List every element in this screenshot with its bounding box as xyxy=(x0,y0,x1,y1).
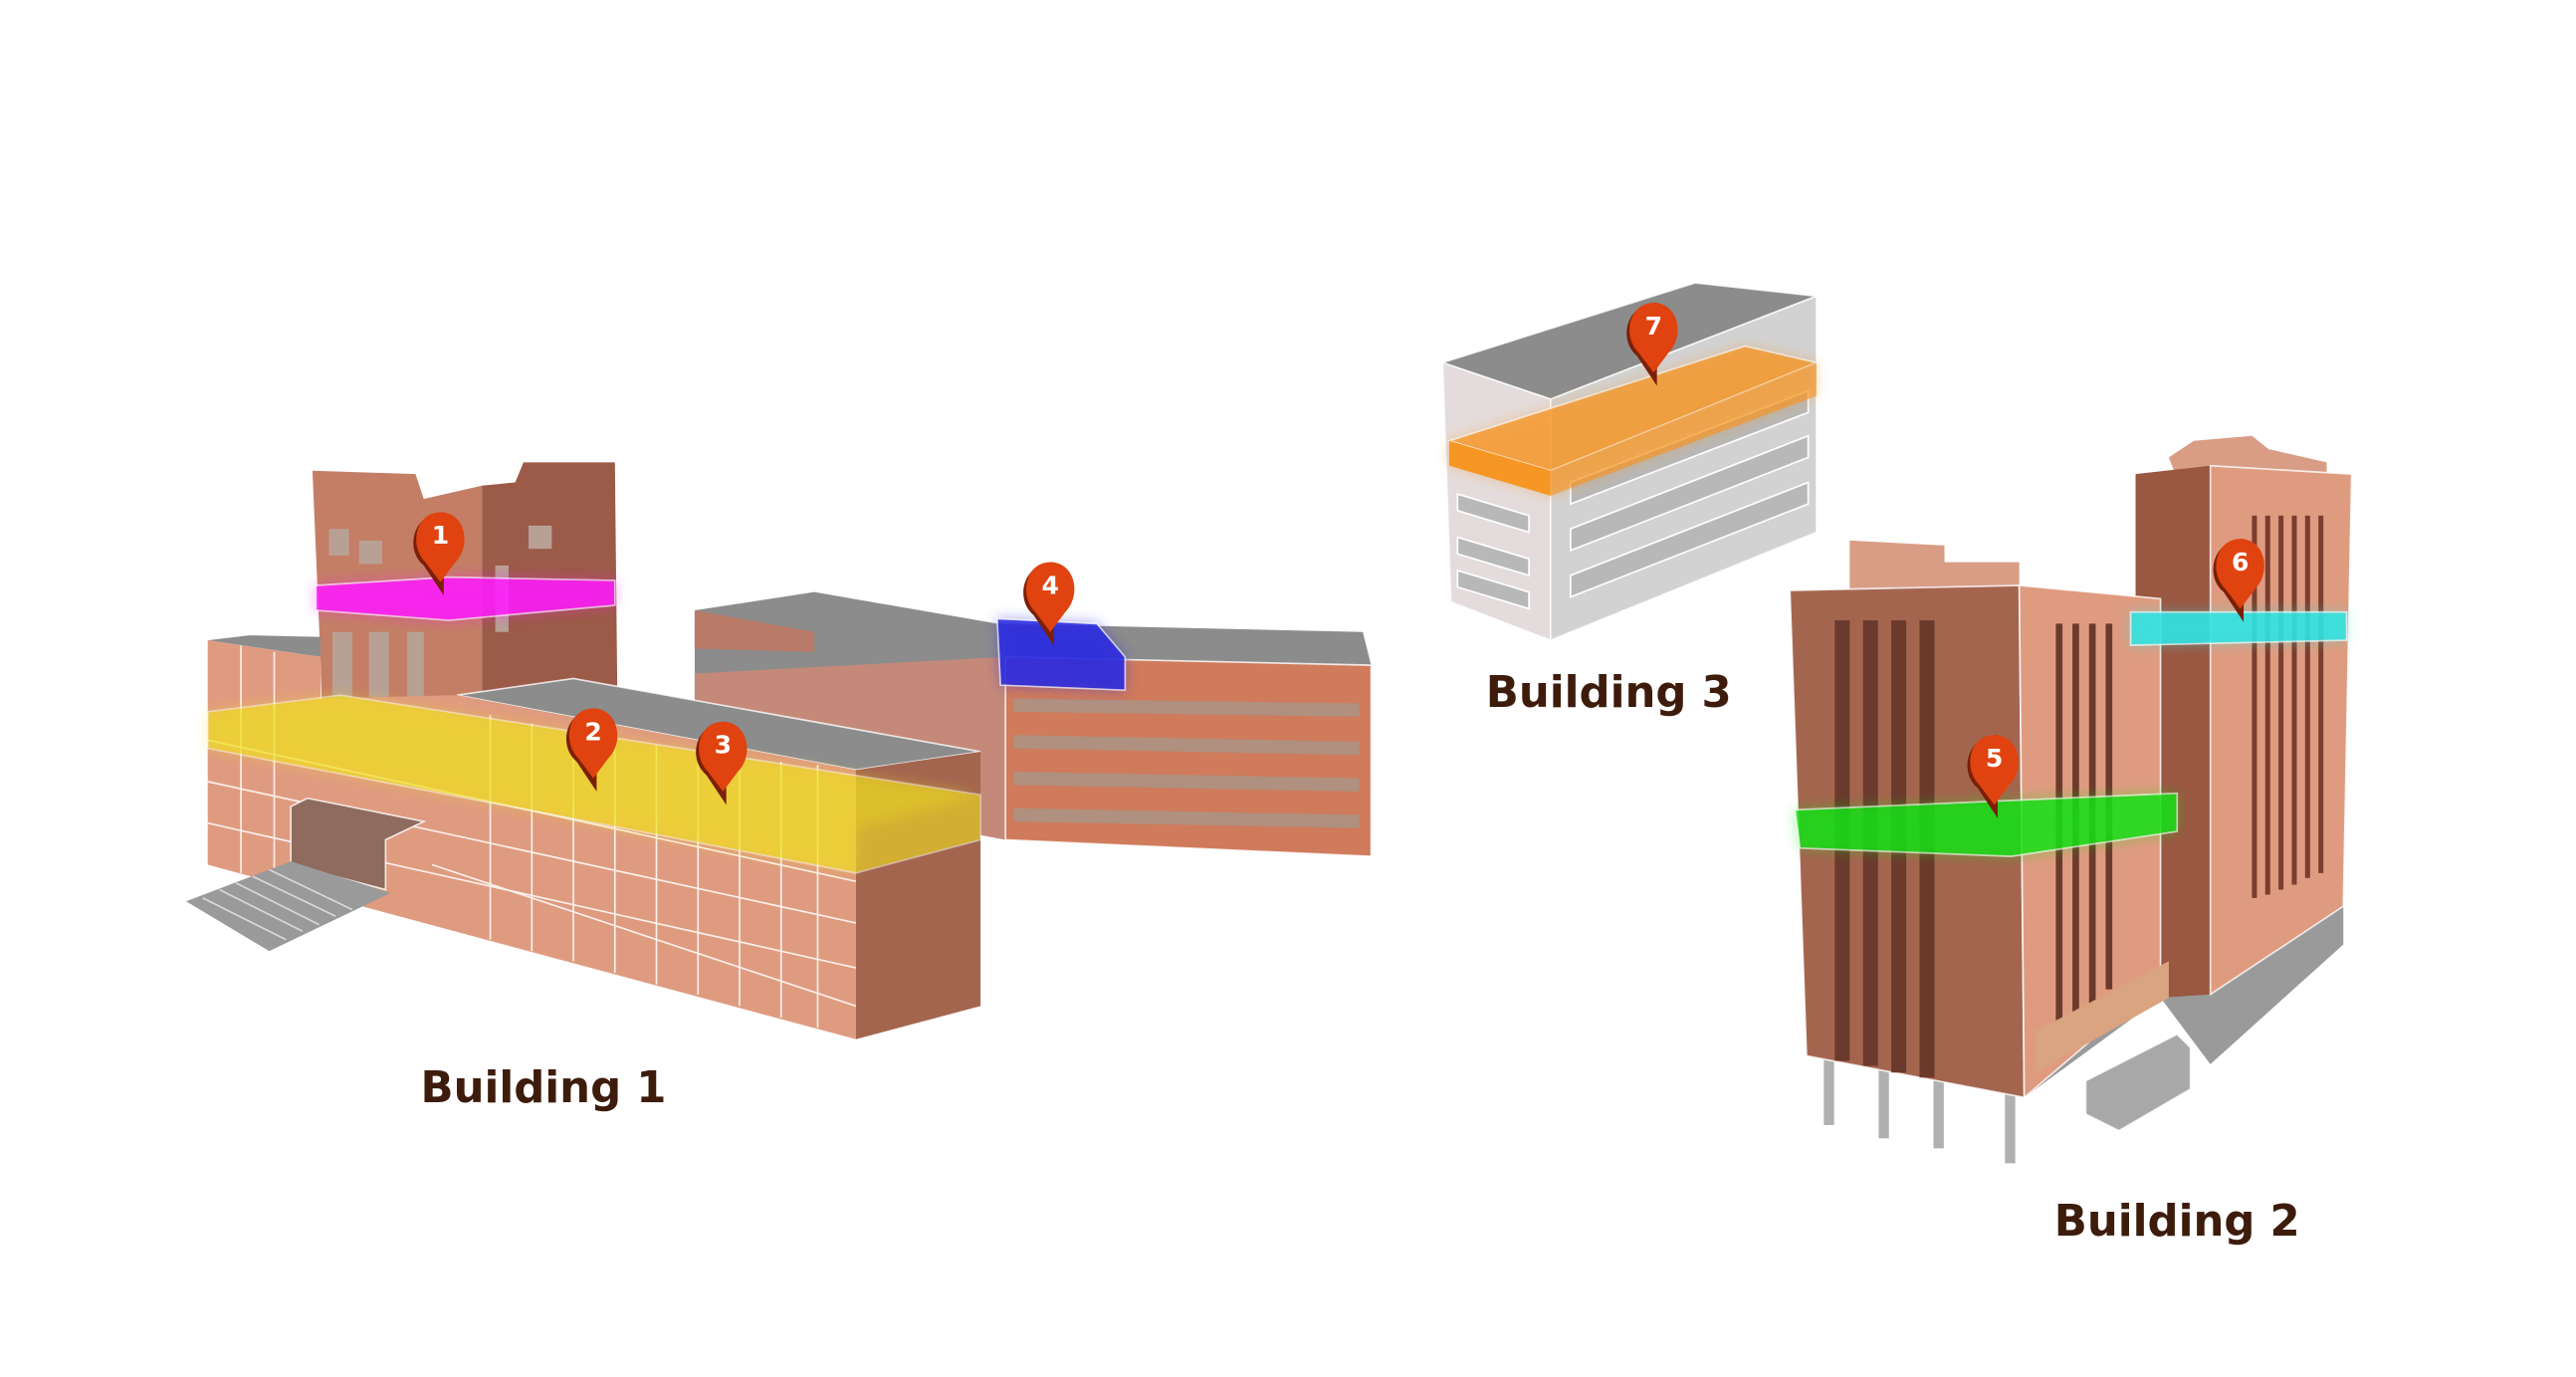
east-wing-back-face xyxy=(694,610,815,652)
marker-1-number: 1 xyxy=(432,521,449,550)
marker-6-number: 6 xyxy=(2232,548,2249,576)
marker-5-number: 5 xyxy=(1986,744,2003,773)
building-3[interactable]: Building 3 xyxy=(1439,282,1820,718)
building-2[interactable]: Building 2 xyxy=(1789,435,2353,1247)
marker-1[interactable]: 1 xyxy=(413,512,465,595)
tower-windows xyxy=(328,525,552,699)
lobby-glass xyxy=(2036,961,2169,1073)
highlight-zone-1[interactable] xyxy=(315,575,616,621)
building-3-label: Building 3 xyxy=(1486,668,1732,718)
marker-5[interactable]: 5 xyxy=(1967,735,2019,818)
front-block-roof-cap xyxy=(1849,540,2020,590)
marker-3[interactable]: 3 xyxy=(696,721,748,805)
marker-7[interactable]: 7 xyxy=(1626,303,1678,386)
stair-lines xyxy=(202,868,353,941)
highlight-zone-5[interactable] xyxy=(1794,792,2179,857)
marker-4-number: 4 xyxy=(1042,571,1059,599)
left-wing-roof xyxy=(207,635,322,657)
highlight-zone-6[interactable] xyxy=(2129,610,2348,646)
highlight-zone-7[interactable] xyxy=(1446,344,1820,496)
highlight-zone-4[interactable] xyxy=(995,617,1127,692)
entrance-canopy xyxy=(2084,1033,2192,1132)
building-2-base xyxy=(1820,897,2344,1098)
marker-3-number: 3 xyxy=(715,731,732,760)
building-1[interactable]: Building 1 xyxy=(186,462,1373,1113)
tower-stripes xyxy=(2252,515,2324,898)
marker-7-number: 7 xyxy=(1645,312,1662,341)
building-2-label: Building 2 xyxy=(2054,1197,2300,1247)
marker-4[interactable]: 4 xyxy=(1023,562,1075,646)
marker-2-number: 2 xyxy=(584,717,601,746)
marker-6[interactable]: 6 xyxy=(2213,539,2264,622)
building-1-label: Building 1 xyxy=(420,1063,666,1113)
marker-2[interactable]: 2 xyxy=(565,708,618,793)
building-3-floor-bands xyxy=(1456,389,1810,610)
east-wing-window-bands xyxy=(1013,698,1360,828)
